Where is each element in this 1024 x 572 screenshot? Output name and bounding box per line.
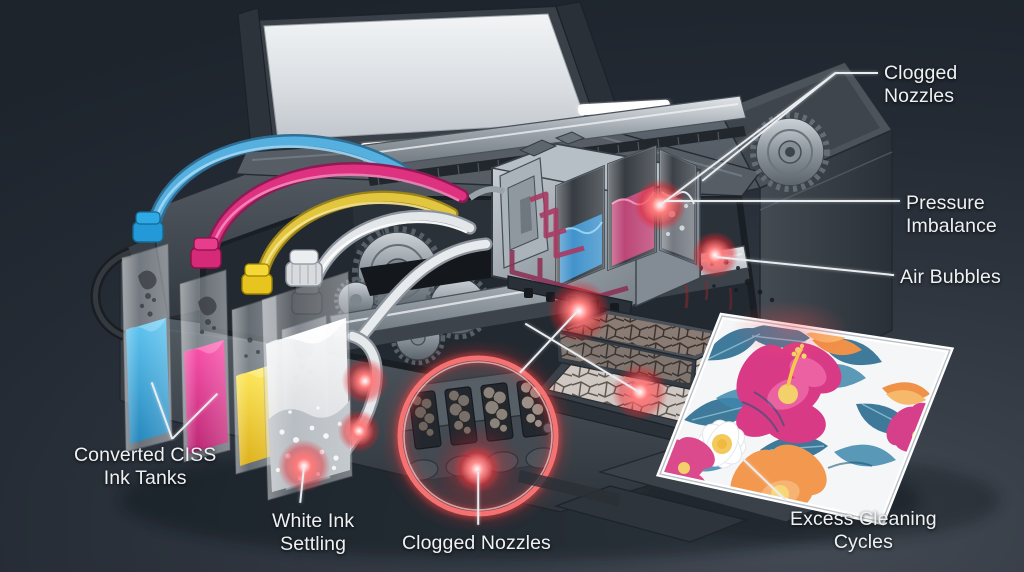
label-air-bubbles: Air Bubbles — [900, 266, 1001, 288]
leader-clogged-top — [836, 72, 878, 74]
label-pressure-imbalance: Pressure Imbalance — [906, 192, 997, 237]
leader-inset-nozzles — [477, 471, 479, 525]
label-clogged-nozzles-inset: Clogged Nozzles — [402, 532, 551, 554]
label-converted-ciss-tanks: Converted CISS Ink Tanks — [74, 444, 217, 489]
label-clogged-nozzles-top: Clogged Nozzles — [884, 62, 958, 107]
label-excess-cleaning: Excess Cleaning Cycles — [790, 508, 937, 553]
leader-pressure — [664, 200, 900, 202]
label-white-ink-settling: White Ink Settling — [272, 510, 355, 555]
